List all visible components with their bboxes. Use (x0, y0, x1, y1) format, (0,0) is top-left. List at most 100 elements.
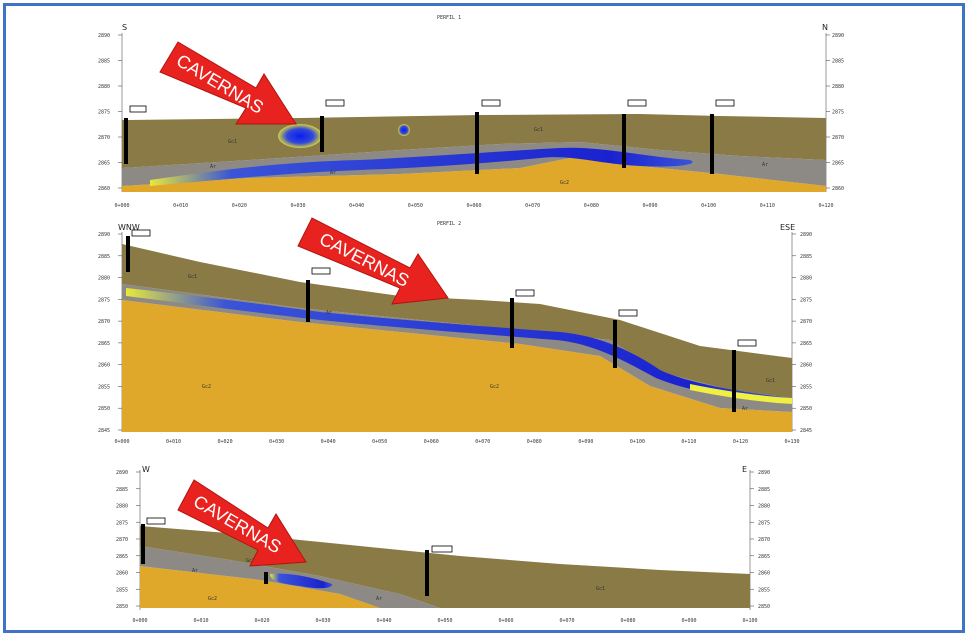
y-tick-label: 2860 (98, 186, 110, 192)
y-tick-label: 2880 (800, 276, 812, 282)
profile-2-label-gc1: Gc1 (766, 378, 775, 384)
x-tick-label: 0+070 (559, 618, 574, 624)
y-tick-label: 2865 (98, 161, 110, 167)
y-tick-label: 2870 (758, 537, 770, 543)
profile-3: W E 2890 2885 2880 2875 2870 2865 2860 2855 2850… (116, 465, 770, 624)
y-tick-label: 2890 (832, 33, 844, 39)
profile-2-gc1-layer (122, 244, 792, 398)
callout-arrow (177, 479, 307, 567)
profile-1-borehole-tag (627, 99, 647, 107)
x-tick-label: 0+010 (166, 439, 181, 445)
x-tick-label: 0+020 (218, 439, 233, 445)
profile-3-label-gc2: Gc2 (208, 596, 217, 602)
y-tick-label: 2880 (116, 504, 128, 510)
y-tick-label: 2860 (832, 186, 844, 192)
profile-2-right-direction: ESE (780, 223, 795, 232)
y-tick-label: 2870 (116, 537, 128, 543)
x-tick-label: 0+040 (321, 439, 336, 445)
y-tick-label: 2870 (800, 319, 812, 325)
profile-3-label-ar: Ar (192, 568, 198, 574)
y-tick-label: 2875 (116, 520, 128, 526)
profile-2-label-ar: Ar (326, 310, 332, 316)
profile-1-label-ar: Ar (330, 170, 336, 176)
x-tick-label: 0+090 (642, 203, 657, 209)
x-tick-label: 0+010 (193, 618, 208, 624)
y-tick-label: 2885 (98, 254, 110, 260)
y-tick-label: 2890 (116, 470, 128, 476)
profile-1: PERFIL 1 S N 2890 2885 2880 2875 2870 2865 286… (98, 15, 844, 209)
x-tick-label: 0+060 (466, 203, 481, 209)
x-tick-label: 0+040 (349, 203, 364, 209)
x-tick-label: 0+020 (232, 203, 247, 209)
profile-1-gc2-layer (122, 156, 826, 192)
profile-2-borehole-tag (131, 229, 151, 237)
y-tick-label: 2870 (98, 135, 110, 141)
y-tick-label: 2860 (800, 363, 812, 369)
profile-3-left-direction: W (142, 465, 150, 474)
y-tick-label: 2865 (116, 554, 128, 560)
x-tick-label: 0+100 (701, 203, 716, 209)
y-tick-label: 2860 (758, 571, 770, 577)
y-tick-label: 2890 (800, 232, 812, 238)
y-tick-label: 2870 (832, 135, 844, 141)
y-tick-label: 2855 (800, 384, 812, 390)
y-tick-label: 2875 (98, 110, 110, 116)
x-tick-label: 0+090 (681, 618, 696, 624)
profile-2-label-gc2: Gc2 (490, 384, 499, 390)
profile-2-borehole-tag (311, 267, 331, 275)
x-tick-label: 0+020 (254, 618, 269, 624)
y-tick-label: 2870 (98, 319, 110, 325)
profile-2-borehole-tag (618, 309, 638, 317)
x-tick-label: 0+030 (269, 439, 284, 445)
y-tick-label: 2885 (116, 487, 128, 493)
profile-3-label-ar: Ar (376, 596, 382, 602)
y-tick-label: 2845 (98, 428, 110, 434)
y-tick-label: 2865 (832, 161, 844, 167)
profile-1-borehole-tag (481, 99, 501, 107)
x-tick-label: 0+080 (620, 618, 635, 624)
profile-1-left-direction: S (122, 23, 127, 32)
profile-1-title: PERFIL 1 (437, 15, 461, 21)
x-tick-label: 0+000 (132, 618, 147, 624)
callout-label: CAVERNAS (173, 50, 267, 117)
x-tick-label: 0+100 (630, 439, 645, 445)
y-tick-label: 2850 (758, 604, 770, 610)
x-tick-label: 0+050 (372, 439, 387, 445)
y-tick-label: 2885 (98, 59, 110, 65)
y-tick-label: 2885 (758, 487, 770, 493)
y-tick-label: 2880 (832, 84, 844, 90)
x-tick-label: 0+060 (498, 618, 513, 624)
profile-1-label-ar: Ar (762, 162, 768, 168)
profile-3-borehole-tag (146, 517, 166, 525)
y-tick-label: 2855 (116, 587, 128, 593)
y-tick-label: 2850 (800, 406, 812, 412)
y-tick-label: 2890 (758, 470, 770, 476)
x-tick-label: 0+030 (290, 203, 305, 209)
profile-2-gc2-layer (122, 300, 792, 432)
profile-3-right-direction: E (742, 465, 747, 474)
y-tick-label: 2855 (98, 384, 110, 390)
y-tick-label: 2865 (98, 341, 110, 347)
profile-1-label-ar: Ar (210, 164, 216, 170)
y-tick-label: 2845 (800, 428, 812, 434)
profile-1-cavity-small (398, 124, 410, 136)
callout-arrow (159, 41, 297, 125)
profile-2-title: PERFIL 2 (437, 221, 461, 227)
y-tick-label: 2890 (98, 33, 110, 39)
profile-1-label-gc1: Gc1 (228, 139, 237, 145)
profile-2-label-gc2: Gc2 (202, 384, 211, 390)
y-tick-label: 2890 (98, 232, 110, 238)
y-tick-label: 2860 (116, 571, 128, 577)
y-tick-label: 2865 (800, 341, 812, 347)
profile-2-label-gc1: Gc1 (188, 274, 197, 280)
y-tick-label: 2855 (758, 587, 770, 593)
x-tick-label: 0+090 (578, 439, 593, 445)
profile-1-right-direction: N (822, 23, 828, 32)
